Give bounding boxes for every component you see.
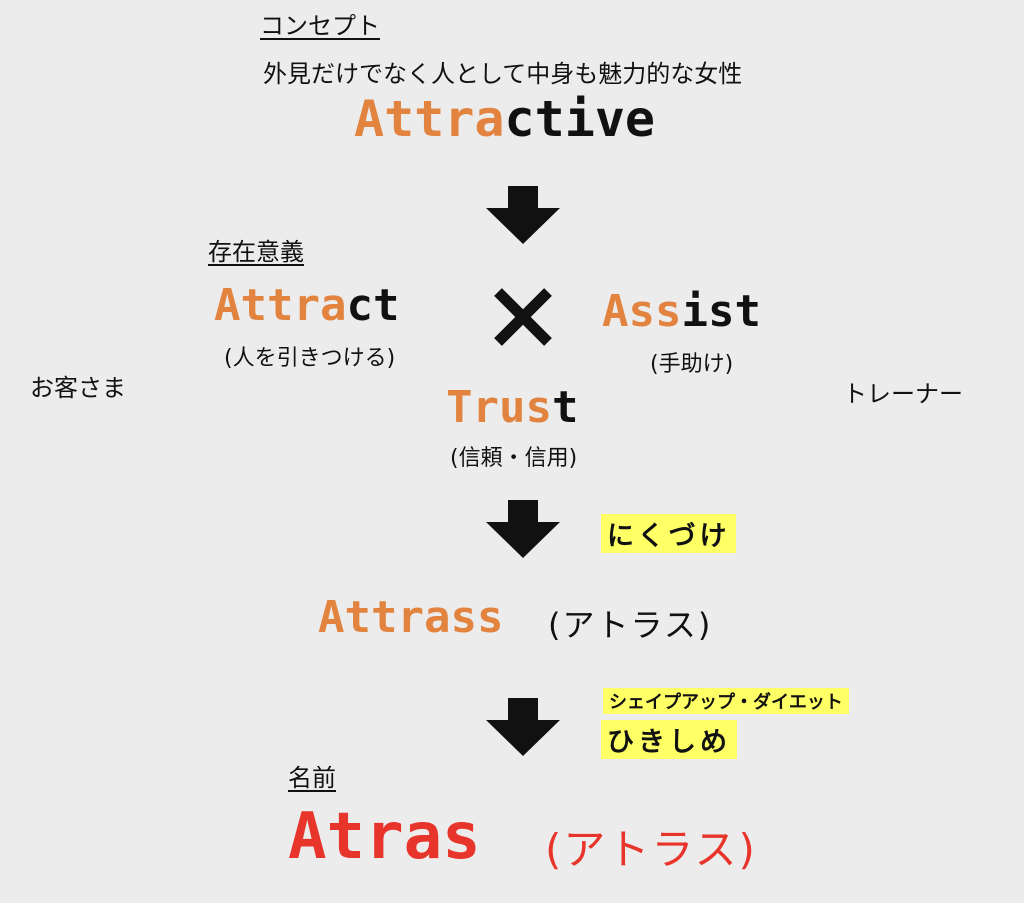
trust-note: (信頼・信用) (450, 446, 578, 471)
concept-word-orange: Attra (354, 90, 505, 148)
purpose-label: 存在意義 (208, 238, 304, 266)
attract-word-black: ct (346, 280, 400, 331)
concept-label: コンセプト (260, 12, 380, 40)
attrass-word: Attrass (318, 592, 504, 643)
nikuzuke-highlight: にくづけ (601, 514, 737, 553)
attrass-reading: (アトラス) (548, 606, 713, 644)
trainer-label: トレーナー (843, 380, 963, 408)
attract-word: Attract (214, 280, 399, 331)
attract-note: (人を引きつける) (224, 346, 396, 371)
trust-word-orange: Trus (446, 382, 552, 433)
trust-word-black: t (551, 382, 579, 433)
trust-word: Trust (446, 382, 578, 433)
customer-label: お客さま (30, 374, 126, 402)
assist-word-black: ist (681, 286, 761, 337)
down-arrow-icon (486, 186, 560, 244)
assist-word: Assist (602, 286, 761, 337)
cross-icon (494, 288, 552, 346)
concept-description: 外見だけでなく人として中身も魅力的な女性 (263, 60, 743, 88)
name-label: 名前 (288, 764, 336, 792)
shapeup-highlight: シェイプアップ・ダイエット (603, 688, 849, 714)
down-arrow-icon (486, 698, 560, 756)
assist-note: (手助け) (650, 352, 734, 377)
concept-word-black: ctive (504, 90, 656, 148)
atras-word: Atras (288, 800, 481, 874)
attract-word-orange: Attra (214, 280, 347, 331)
down-arrow-icon (486, 500, 560, 558)
hikishime-highlight: ひきしめ (601, 720, 737, 759)
atras-reading: (アトラス) (545, 825, 757, 874)
assist-word-orange: Ass (602, 286, 682, 337)
concept-word: Attractive (354, 90, 655, 148)
